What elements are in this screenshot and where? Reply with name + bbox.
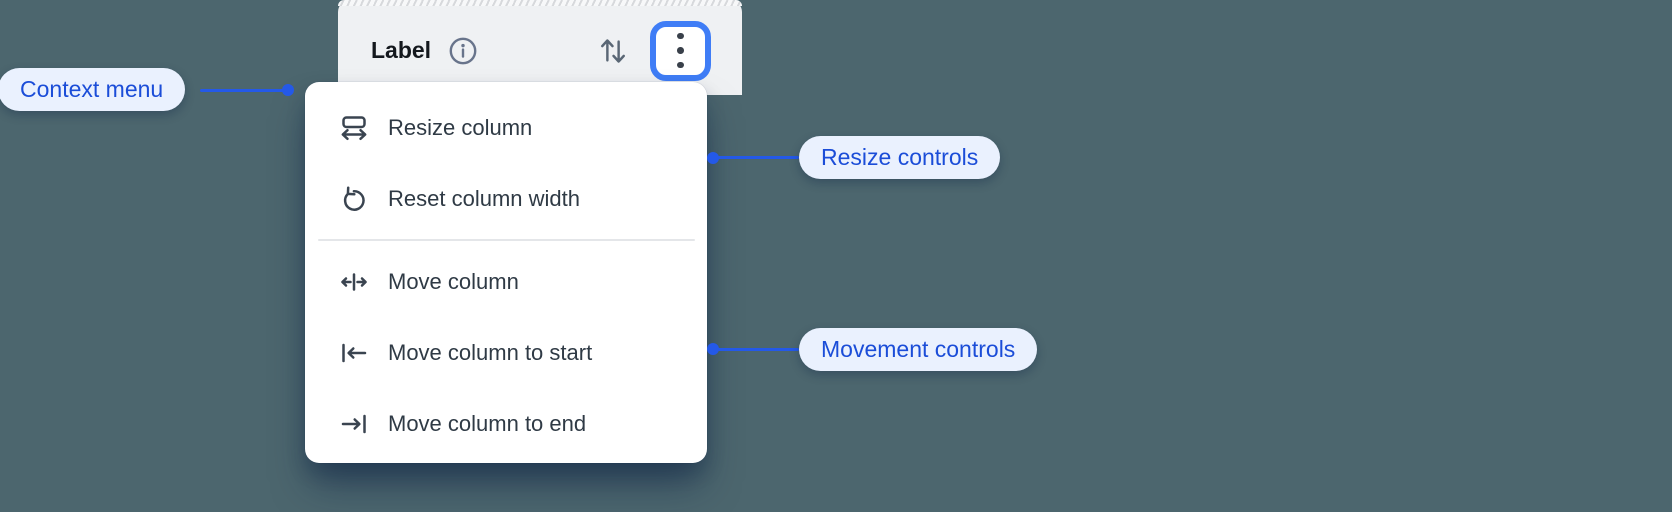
vertical-ellipsis-icon <box>677 32 684 40</box>
menu-item-label: Move column to end <box>388 410 587 436</box>
annotation-context-menu: Context menu <box>0 68 186 111</box>
menu-item-move-column-to-start[interactable]: Move column to start <box>305 317 707 388</box>
annotation-movement-controls: Movement controls <box>799 328 1038 371</box>
connector-dot-movement-controls <box>707 343 719 355</box>
menu-item-label: Resize column <box>388 114 533 140</box>
connector-dot-context-menu <box>282 84 294 96</box>
column-title: Label <box>371 37 432 63</box>
move-column-icon <box>339 267 369 297</box>
menu-divider <box>318 239 695 241</box>
move-column-to-start-icon <box>339 338 369 368</box>
column-menu-button[interactable] <box>650 20 711 81</box>
column-header: Label <box>338 0 742 95</box>
menu-item-move-column[interactable]: Move column <box>305 246 707 317</box>
reset-column-width-icon <box>339 184 369 214</box>
menu-item-label: Reset column width <box>388 185 580 211</box>
menu-item-move-column-to-end[interactable]: Move column to end <box>305 388 707 459</box>
connector-line-context-menu <box>200 89 284 92</box>
menu-item-label: Move column to start <box>388 339 593 365</box>
sort-arrows-icon[interactable] <box>598 34 628 68</box>
menu-item-resize-column[interactable]: Resize column <box>305 92 707 163</box>
resize-column-icon <box>339 113 369 143</box>
info-icon[interactable] <box>448 36 478 66</box>
connector-line-resize-controls <box>713 156 799 159</box>
menu-item-reset-column-width[interactable]: Reset column width <box>305 163 707 234</box>
menu-item-label: Move column <box>388 268 519 294</box>
connector-dot-resize-controls <box>707 152 719 164</box>
connector-line-movement-controls <box>713 348 799 351</box>
column-context-menu: Resize column Reset column width Move co… <box>305 82 707 463</box>
move-column-to-end-icon <box>339 409 369 439</box>
annotation-resize-controls: Resize controls <box>799 136 1001 179</box>
